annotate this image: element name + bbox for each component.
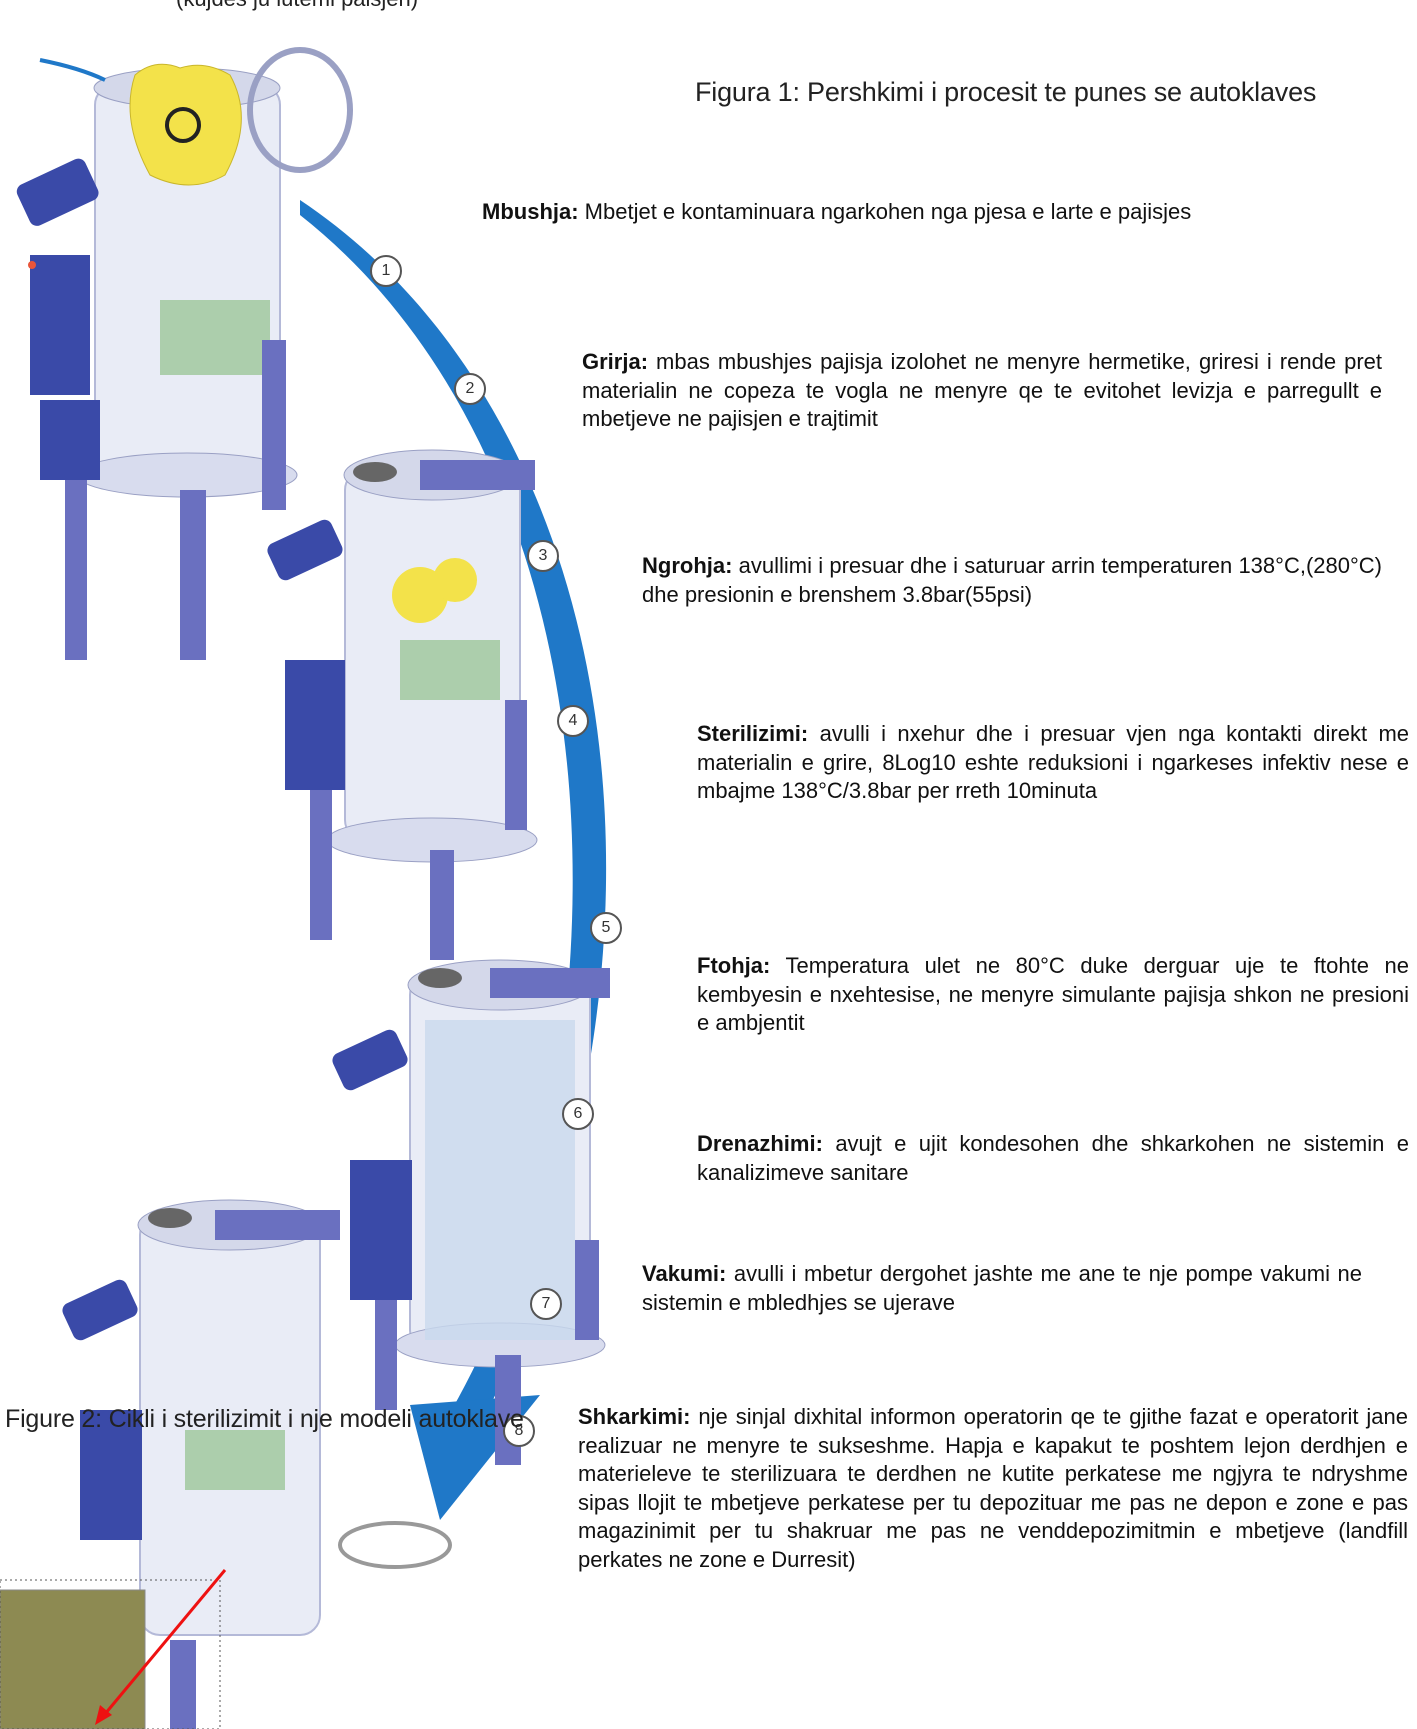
step-title: Sterilizimi:: [697, 721, 809, 746]
process-arrow: [300, 200, 607, 1440]
figure1-caption: Figura 1: Pershkimi i procesit te punes …: [695, 77, 1317, 107]
step-vakumi: Vakumi: avulli i mbetur dergohet jashte …: [642, 1260, 1362, 1317]
step-text: avulli i mbetur dergohet jashte me ane t…: [642, 1261, 1362, 1315]
step-number-6: 6: [562, 1098, 594, 1130]
red-pointer-arrow: [98, 1569, 227, 1721]
step-number-7: 7: [530, 1288, 562, 1320]
step-shkarkimi: Shkarkimi: nje sinjal dixhital informon …: [578, 1403, 1408, 1575]
step-text: nje sinjal dixhital informon operatorin …: [578, 1404, 1408, 1572]
autoclave-unit-1: [16, 47, 353, 660]
step-ngrohja: Ngrohja: avullimi i presuar dhe i saturu…: [642, 552, 1382, 609]
waste-photo: [0, 1589, 146, 1729]
step-title: Ftohja:: [697, 953, 771, 978]
step-text: Temperatura ulet ne 80°C duke derguar uj…: [697, 953, 1409, 1036]
step-title: Shkarkimi:: [578, 1404, 691, 1429]
top-note: (kujdes ju lutemi paisjen): [176, 0, 418, 12]
step-ftohja: Ftohja: Temperatura ulet ne 80°C duke de…: [697, 952, 1409, 1038]
step-title: Grirja:: [582, 349, 649, 374]
autoclave-unit-4: [62, 1199, 452, 1729]
step-title: Ngrohja:: [642, 553, 733, 578]
figure2-caption: Figure 2: Cikli i sterilizimit i nje mod…: [5, 1405, 524, 1433]
step-text: Mbetjet e kontaminuara ngarkohen nga pje…: [578, 199, 1192, 224]
step-title: Mbushja:: [482, 199, 579, 224]
autoclave-unit-3: [332, 959, 610, 1465]
step-mbushja: Mbushja: Mbetjet e kontaminuara ngarkohe…: [482, 198, 1362, 227]
step-number-8: 8: [503, 1415, 535, 1447]
step-number-3: 3: [527, 540, 559, 572]
step-title: Drenazhimi:: [697, 1131, 823, 1156]
step-text: avullimi i presuar dhe i saturuar arrin …: [642, 553, 1382, 607]
step-text: avulli i nxehur dhe i presuar vjen nga k…: [697, 721, 1409, 804]
step-text: mbas mbushjes pajisja izolohet ne menyre…: [582, 349, 1382, 432]
step-text: avujt e ujit kondesohen dhe shkarkohen n…: [697, 1131, 1409, 1185]
step-title: Vakumi:: [642, 1261, 727, 1286]
step-number-4: 4: [557, 705, 589, 737]
step-grirja: Grirja: mbas mbushjes pajisja izolohet n…: [582, 348, 1382, 434]
step-number-5: 5: [590, 912, 622, 944]
step-number-2: 2: [454, 373, 486, 405]
step-drenazhimi: Drenazhimi: avujt e ujit kondesohen dhe …: [697, 1130, 1409, 1187]
autoclave-unit-2: [267, 449, 538, 960]
step-number-1: 1: [370, 255, 402, 287]
step-sterilizimi: Sterilizimi: avulli i nxehur dhe i presu…: [697, 720, 1409, 806]
